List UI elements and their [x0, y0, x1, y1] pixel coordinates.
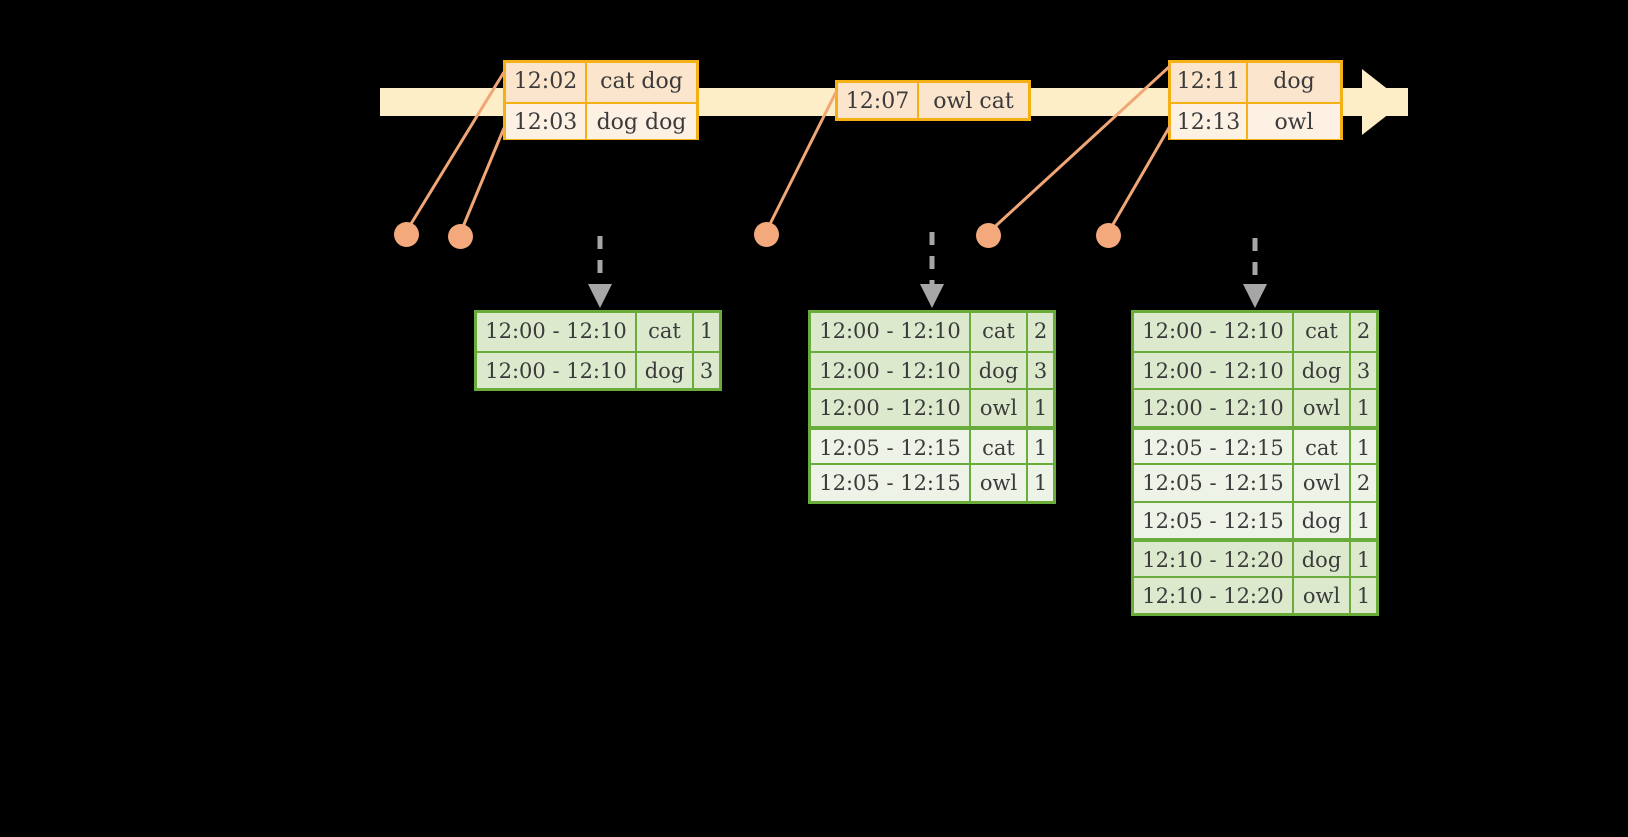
event-row: 12:11 dog [1171, 63, 1340, 102]
cell-window: 12:00 - 12:10 [811, 313, 971, 351]
cell-word: cat [971, 313, 1028, 351]
flow-arrow-head-2 [920, 284, 944, 308]
cell-count: 3 [1356, 358, 1371, 383]
cell-word: dog [1294, 542, 1351, 576]
cell-count: 2 [1356, 319, 1371, 343]
event-time: 12:07 [838, 83, 919, 118]
cell-window: 12:05 - 12:15 [1134, 429, 1294, 463]
event-time: 12:03 [506, 104, 587, 139]
cell-window: 12:05 - 12:15 [811, 465, 971, 501]
event-dot-5 [1096, 223, 1121, 248]
timeline-arrow-head [1362, 69, 1404, 135]
cell-count: 1 [1356, 583, 1371, 608]
cell-count: 1 [1033, 396, 1048, 420]
cell-window: 12:00 - 12:10 [1134, 313, 1294, 351]
cell-word: owl [971, 465, 1028, 501]
event-box-2: 12:07 owl cat [835, 80, 1031, 121]
cell-count: 1 [1033, 435, 1048, 460]
cell-word: dog [637, 352, 694, 388]
event-value: cat dog [600, 69, 683, 94]
event-time: 12:13 [1171, 104, 1248, 139]
flow-arrows [597, 232, 1258, 286]
cell-window: 12:05 - 12:15 [811, 429, 971, 463]
cell-count: 1 [1356, 508, 1371, 533]
cell-window: 12:10 - 12:20 [1134, 577, 1294, 613]
connector-line-5 [1106, 125, 1172, 234]
cell-window: 12:00 - 12:10 [1134, 352, 1294, 388]
cell-window: 12:05 - 12:15 [1134, 465, 1294, 501]
event-dot-3 [754, 222, 779, 247]
event-row: 12:03 dog dog [506, 102, 696, 139]
cell-count: 1 [1033, 471, 1048, 495]
flow-arrow-heads [588, 284, 1267, 308]
cell-count: 1 [1356, 435, 1371, 460]
event-dot-1 [394, 222, 419, 247]
cell-word: dog [971, 352, 1028, 388]
cell-word: owl [1294, 465, 1351, 501]
event-dot-4 [976, 223, 1001, 248]
event-value: dog dog [596, 110, 687, 135]
cell-window: 12:10 - 12:20 [1134, 542, 1294, 576]
event-value: owl cat [933, 89, 1014, 114]
cell-word: cat [1294, 313, 1351, 351]
cell-word: dog [1294, 352, 1351, 388]
cell-word: owl [971, 390, 1028, 426]
cell-window: 12:00 - 12:10 [1134, 390, 1294, 426]
connector-line-2 [458, 127, 506, 235]
event-time: 12:11 [1171, 63, 1248, 102]
event-box-1: 12:02 cat dog 12:03 dog dog [503, 60, 699, 140]
flow-arrow-head-3 [1243, 284, 1267, 308]
cell-word: cat [637, 313, 694, 351]
cell-count: 1 [699, 319, 714, 343]
cell-word: owl [1294, 577, 1351, 613]
cell-word: dog [1294, 502, 1351, 538]
event-dot-2 [448, 224, 473, 249]
cell-window: 12:00 - 12:10 [811, 390, 971, 426]
cell-window: 12:00 - 12:10 [811, 352, 971, 388]
cell-count: 1 [1356, 396, 1371, 420]
event-value: owl [1274, 110, 1314, 135]
cell-count: 2 [1033, 319, 1048, 343]
cell-count: 3 [1033, 358, 1048, 383]
cell-window: 12:00 - 12:10 [477, 313, 637, 351]
cell-word: owl [1294, 390, 1351, 426]
event-row: 12:13 owl [1171, 102, 1340, 139]
cell-word: cat [1294, 429, 1351, 463]
cell-count: 2 [1356, 471, 1371, 495]
cell-count: 1 [1356, 548, 1371, 572]
cell-window: 12:00 - 12:10 [477, 352, 637, 388]
cell-count: 3 [699, 358, 714, 383]
event-row: 12:02 cat dog [506, 63, 696, 102]
cell-word: cat [971, 429, 1028, 463]
cell-window: 12:05 - 12:15 [1134, 502, 1294, 538]
event-value: dog [1273, 69, 1315, 94]
event-row: 12:07 owl cat [838, 83, 1028, 118]
event-box-3: 12:11 dog 12:13 owl [1168, 60, 1343, 140]
event-time: 12:02 [506, 63, 587, 102]
flow-arrow-head-1 [588, 284, 612, 308]
